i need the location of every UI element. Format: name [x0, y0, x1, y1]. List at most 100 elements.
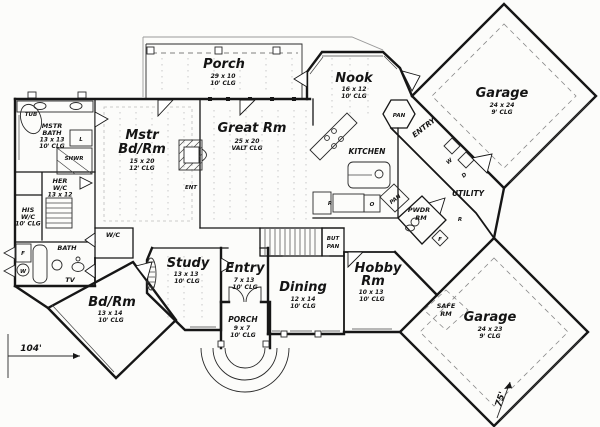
dining-clg: 10' CLG: [290, 303, 316, 310]
mstr-bath-clg: 10' CLG: [39, 143, 65, 150]
room-bdrm2: Bd/Rm 13 x 14 10' CLG: [88, 295, 136, 324]
mstr-bath-name1: MSTR: [42, 122, 63, 130]
her-wc-name2: W/C: [53, 184, 68, 192]
base-counter: [332, 193, 365, 213]
entry-front-name: Entry: [225, 261, 265, 276]
washer-label: W: [20, 269, 27, 275]
porch-top-clg: 10' CLG: [210, 80, 236, 87]
room-garage-lower: Garage 24 x 23 9' CLG: [464, 310, 517, 340]
washer-box: [443, 137, 461, 155]
site-width-label: 104': [20, 344, 42, 354]
site-depth-label: 75': [494, 391, 508, 409]
freezer-box: [15, 243, 32, 263]
garage-dashes: [419, 23, 577, 407]
entry-front-clg: 10' CLG: [232, 284, 258, 291]
great-rm-name: Great Rm: [218, 121, 287, 136]
his-wc-clg: 10' CLG: [15, 221, 41, 228]
bay-window-icon: [3, 264, 16, 278]
utility-freezer-label: F: [438, 237, 442, 243]
bay-window-icon: [3, 246, 16, 260]
freezer-box: [431, 229, 449, 247]
room-labels: Porch 29 x 10 10' CLG Great Rm 25 x 20 V…: [15, 57, 528, 340]
garage-lower-clg: 9' CLG: [479, 333, 500, 340]
mstr-bdrm-name1: Mstr: [125, 128, 160, 143]
bath2-label: BATH: [57, 244, 77, 252]
freezer-label: F: [21, 251, 25, 257]
bdrm2-clg: 10' CLG: [98, 317, 124, 324]
room-great-rm: Great Rm 25 x 20 VALT CLG: [218, 121, 287, 152]
study-name: Study: [167, 256, 210, 271]
mstr-bdrm-name2: Bd/Rm: [118, 142, 166, 157]
mstr-bath-name2: BATH: [42, 129, 62, 137]
study-clg: 10' CLG: [174, 278, 200, 285]
fixture-labels: TUB SHWR L F W PAN PAN BUT PAN R O ENT W…: [20, 112, 469, 275]
oven-box: [363, 194, 381, 213]
safe-rm-name2: RM: [440, 310, 452, 318]
room-study: Study 13 x 13 10' CLG: [167, 256, 210, 285]
nook-clg: 10' CLG: [341, 93, 367, 100]
utility-label: UTILITY: [452, 189, 486, 198]
his-wc-name1: HIS: [22, 206, 35, 214]
porch-steps: [200, 347, 290, 393]
oven-label: O: [370, 202, 375, 208]
room-entry-front: Entry 7 x 13 10' CLG: [225, 261, 265, 291]
garage-upper-size: 24 x 24: [490, 102, 515, 109]
butler-pantry-label1: BUT: [327, 236, 341, 242]
kitchen-label: KITCHEN: [349, 147, 387, 156]
linen-closet: [69, 129, 93, 147]
linen-label: L: [79, 137, 83, 143]
washer-circle: [16, 263, 30, 277]
tub-icon: [19, 103, 43, 135]
tub-label: TUB: [25, 112, 37, 118]
site-dimensions: 104' 75': [7, 334, 512, 419]
entry-front-size: 7 x 13: [234, 277, 255, 284]
room-hobby: Hobby Rm 10 x 13 10' CLG: [355, 261, 402, 303]
room-dining: Dining 12 x 14 10' CLG: [279, 280, 327, 310]
utility-dryer-label: D: [461, 172, 469, 180]
room-safe: SAFE RM: [437, 302, 456, 318]
hobby-size: 10 x 13: [359, 289, 384, 296]
dining-name: Dining: [279, 280, 327, 295]
room-mstr-bath: MSTR BATH 13 x 13 10' CLG: [39, 122, 65, 150]
utility-washer-label: W: [445, 157, 454, 166]
mstr-bdrm-clg: 12' CLG: [129, 165, 155, 172]
utility-fridge-label: R: [458, 217, 462, 223]
staircase: [264, 229, 316, 255]
mstr-bdrm-size: 15 x 20: [130, 158, 155, 165]
porch-top-name: Porch: [203, 57, 245, 72]
windows: [18, 55, 591, 421]
safe-rm-name1: SAFE: [437, 302, 456, 310]
room-her-wc: HER W/C 13 x 12: [48, 177, 73, 199]
hobby-name2: Rm: [361, 274, 385, 289]
great-rm-clg: VALT CLG: [231, 145, 262, 152]
mstr-bath-size: 13 x 13: [40, 137, 65, 144]
porch-front-name: PORCH: [228, 315, 258, 324]
room-pwdr: PWDR RM: [408, 206, 430, 222]
garage-lower-name: Garage: [464, 310, 517, 325]
room-porch-top: Porch 29 x 10 10' CLG: [203, 57, 245, 87]
great-rm-size: 25 x 20: [235, 138, 260, 145]
porch-front-clg: 10' CLG: [230, 332, 256, 339]
dining-size: 12 x 14: [291, 296, 316, 303]
refrigerator-box: [312, 191, 332, 215]
study-size: 13 x 13: [174, 271, 199, 278]
tv-label: TV: [65, 276, 75, 284]
pwdr-name2: RM: [415, 214, 427, 222]
pwdr-name1: PWDR: [408, 206, 430, 214]
kitchen-fixtures: [309, 112, 410, 215]
range-label: R: [328, 201, 332, 207]
entertainment-label: ENT: [185, 185, 198, 191]
exterior-walls: [13, 2, 598, 427]
toilet-icon: [405, 224, 415, 232]
garage-upper-name: Garage: [476, 86, 529, 101]
safe-room-outline: [423, 289, 469, 331]
hobby-clg: 10' CLG: [359, 296, 385, 303]
room-his-wc: HIS W/C 10' CLG: [15, 206, 41, 228]
room-porch-front: PORCH 9 x 7 10' CLG: [228, 315, 258, 339]
nook-size: 16 x 12: [342, 86, 367, 93]
hobby-name1: Hobby: [355, 261, 402, 276]
master-bath-fixtures: [16, 100, 94, 229]
her-wc-name1: HER: [53, 177, 68, 185]
sink-icon: [51, 259, 63, 271]
